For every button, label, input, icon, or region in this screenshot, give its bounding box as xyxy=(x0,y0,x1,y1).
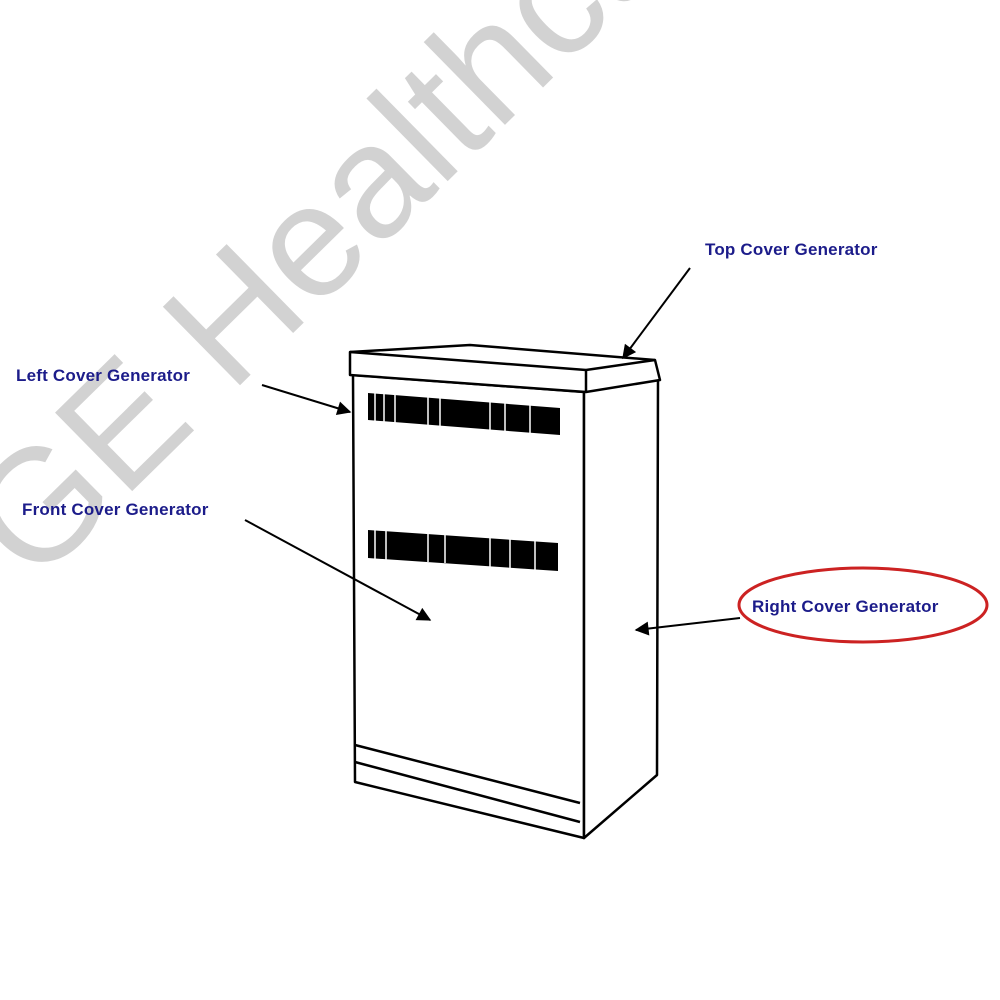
arrow-right xyxy=(634,617,741,636)
label-right-cover: Right Cover Generator xyxy=(752,597,939,616)
callout-arrows xyxy=(244,267,741,636)
right-cover xyxy=(582,376,660,840)
highlight-ellipse xyxy=(737,566,989,644)
vent-grille-top xyxy=(368,393,560,435)
label-top-cover: Top Cover Generator xyxy=(705,240,878,259)
label-front-cover: Front Cover Generator xyxy=(22,500,209,519)
generator-cabinet xyxy=(348,343,662,840)
arrow-left xyxy=(261,384,352,415)
vent-slots xyxy=(374,392,536,570)
front-cover xyxy=(351,373,586,840)
arrow-front xyxy=(244,519,432,621)
arrow-top xyxy=(622,267,691,360)
label-left-cover: Left Cover Generator xyxy=(16,366,191,385)
